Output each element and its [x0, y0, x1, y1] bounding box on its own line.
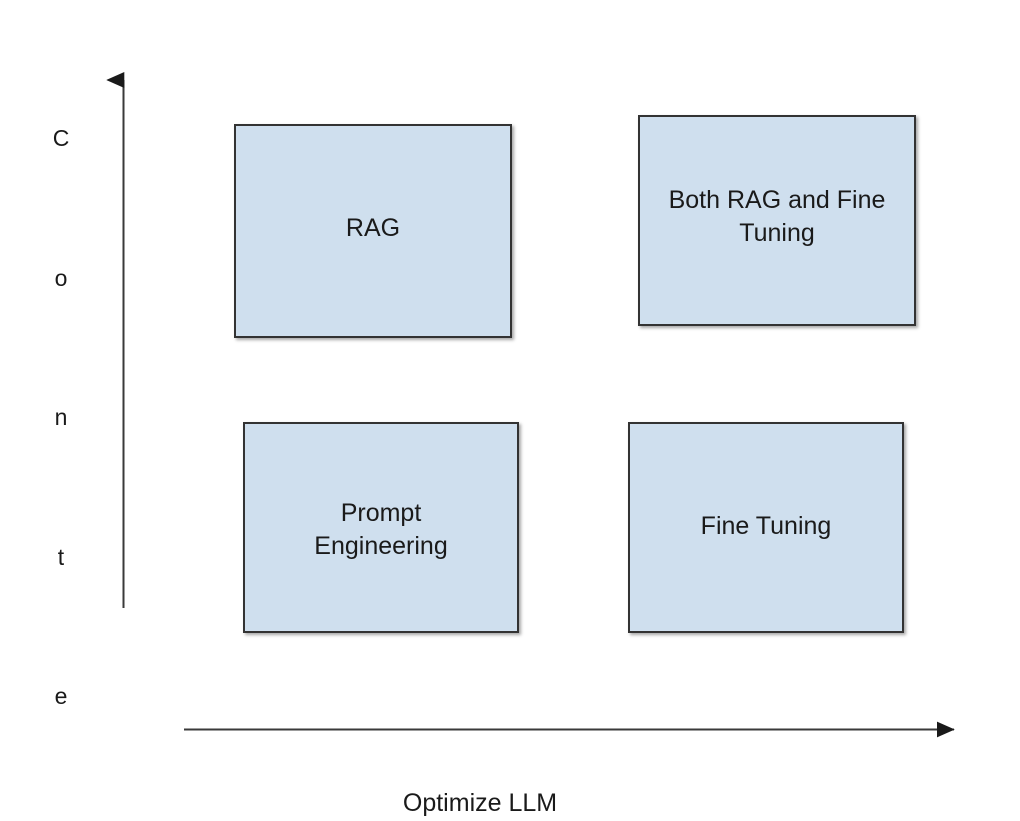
quadrant-box-prompt-engineering[interactable]: Prompt Engineering	[243, 422, 519, 633]
quadrant-label: Prompt Engineering	[314, 498, 448, 560]
y-axis-letter: e	[54, 683, 68, 709]
quadrant-box-both-rag-and-fine-tuning[interactable]: Both RAG and Fine Tuning	[638, 115, 916, 326]
quadrant-label: Fine Tuning	[700, 512, 832, 540]
y-axis-letter: C	[52, 125, 70, 151]
y-axis-letter: t	[57, 543, 65, 570]
y-axis-letter: n	[54, 404, 68, 430]
x-axis-label: Optimize LLM	[402, 789, 558, 817]
y-axis-letter: o	[54, 264, 68, 291]
quadrant-box-rag[interactable]: RAG	[234, 124, 512, 338]
y-axis-label: C o n t e n t O p t i m i z a t i o n	[38, 22, 84, 821]
quadrant-box-fine-tuning[interactable]: Fine Tuning	[628, 422, 904, 633]
quadrant-label: RAG	[345, 213, 401, 242]
quadrant-label: Both RAG and Fine Tuning	[668, 185, 886, 247]
